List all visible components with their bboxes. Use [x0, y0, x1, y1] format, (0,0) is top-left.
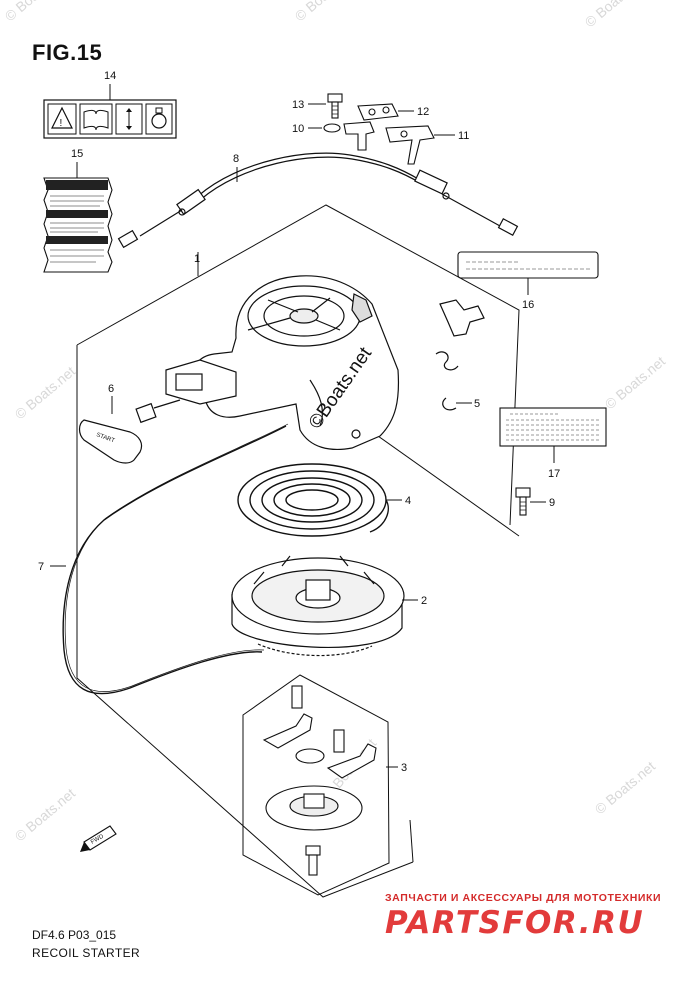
brand-logo: PARTSFOR.RU	[385, 905, 645, 941]
plate-icon	[357, 103, 399, 121]
watermark-text: © Boats.net	[12, 785, 79, 844]
figure-caption: RECOIL STARTER	[32, 946, 141, 960]
cable-icon	[117, 152, 519, 249]
ratchet-box	[242, 674, 390, 896]
watermark-text: © Boats.net	[292, 0, 359, 24]
plate-icon	[323, 121, 375, 151]
bolt-icon	[515, 487, 531, 516]
watermark-text: © Boats.net	[2, 0, 69, 24]
bolt-icon	[327, 93, 343, 119]
watermark-text: © Boats.net	[602, 353, 669, 412]
watermark-text: © Boats.net	[12, 363, 79, 422]
recoil-housing-icon	[165, 275, 400, 451]
callout-1: 1	[194, 253, 200, 265]
callout-10: 10	[292, 123, 304, 135]
callout-17: 17	[548, 468, 560, 480]
watermark-text: © Boats.net	[582, 0, 649, 30]
callout-3: 3	[401, 762, 407, 774]
callout-4: 4	[405, 495, 411, 507]
starter-handle-icon	[78, 399, 181, 464]
callout-7: 7	[38, 561, 44, 573]
bracket-icon	[385, 125, 435, 165]
callout-16: 16	[522, 299, 534, 311]
callout-11: 11	[458, 130, 469, 142]
clip-icon	[435, 299, 485, 411]
callout-15: 15	[71, 148, 83, 160]
reel-icon	[231, 555, 405, 657]
brand-tagline: ЗАПЧАСТИ И АКСЕССУАРЫ ДЛЯ МОТОТЕХНИКИ	[385, 892, 662, 904]
warning-label-icon: !	[43, 99, 177, 139]
rope-icon	[62, 425, 287, 695]
watermark-text: © Boats.net	[592, 758, 659, 817]
callout-14: 14	[104, 70, 116, 82]
ratchet-set-icon	[262, 685, 377, 876]
callout-13: 13	[292, 99, 304, 111]
svg-text:!: !	[60, 118, 63, 129]
spring-icon	[237, 463, 389, 537]
callout-9: 9	[549, 497, 555, 509]
callout-8: 8	[233, 153, 239, 165]
callout-5: 5	[474, 398, 480, 410]
figure-code: DF4.6 P03_015	[32, 928, 117, 942]
label-icon	[499, 407, 607, 447]
callout-2: 2	[421, 595, 427, 607]
caution-label-icon	[43, 177, 113, 273]
label-icon	[457, 251, 599, 279]
callout-12: 12	[417, 106, 429, 118]
callout-6: 6	[108, 383, 114, 395]
forward-arrow-icon: FWD	[80, 825, 117, 852]
figure-title: FIG.15	[32, 40, 103, 65]
